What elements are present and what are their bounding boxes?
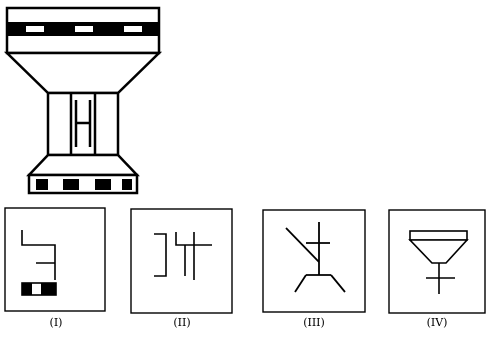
option-3-figure[interactable]: [263, 210, 365, 312]
top-window-3: [124, 26, 142, 32]
option-1-base-black-left: [22, 283, 32, 295]
option-4-figure[interactable]: [389, 210, 485, 313]
option-4-label: (IV): [407, 316, 467, 329]
option-1-label: (I): [26, 316, 86, 329]
option-1-base-black-right: [41, 283, 56, 295]
option-3-frame: [263, 210, 365, 312]
option-1-figure[interactable]: [5, 208, 105, 311]
top-window-1: [26, 26, 44, 32]
option-2-frame: [131, 209, 232, 313]
funnel-shape: [7, 53, 159, 93]
option-3-label: (III): [284, 316, 344, 329]
base-trapezoid: [29, 155, 137, 175]
option-4-top-band: [410, 231, 467, 240]
option-2-label: (II): [152, 316, 212, 329]
base-block-1: [36, 179, 48, 190]
base-block-3: [95, 179, 111, 190]
base-block-2: [63, 179, 79, 190]
option-2-figure[interactable]: [131, 209, 232, 313]
base-block-4: [122, 179, 132, 190]
question-figure: [7, 8, 159, 193]
top-window-2: [75, 26, 93, 32]
